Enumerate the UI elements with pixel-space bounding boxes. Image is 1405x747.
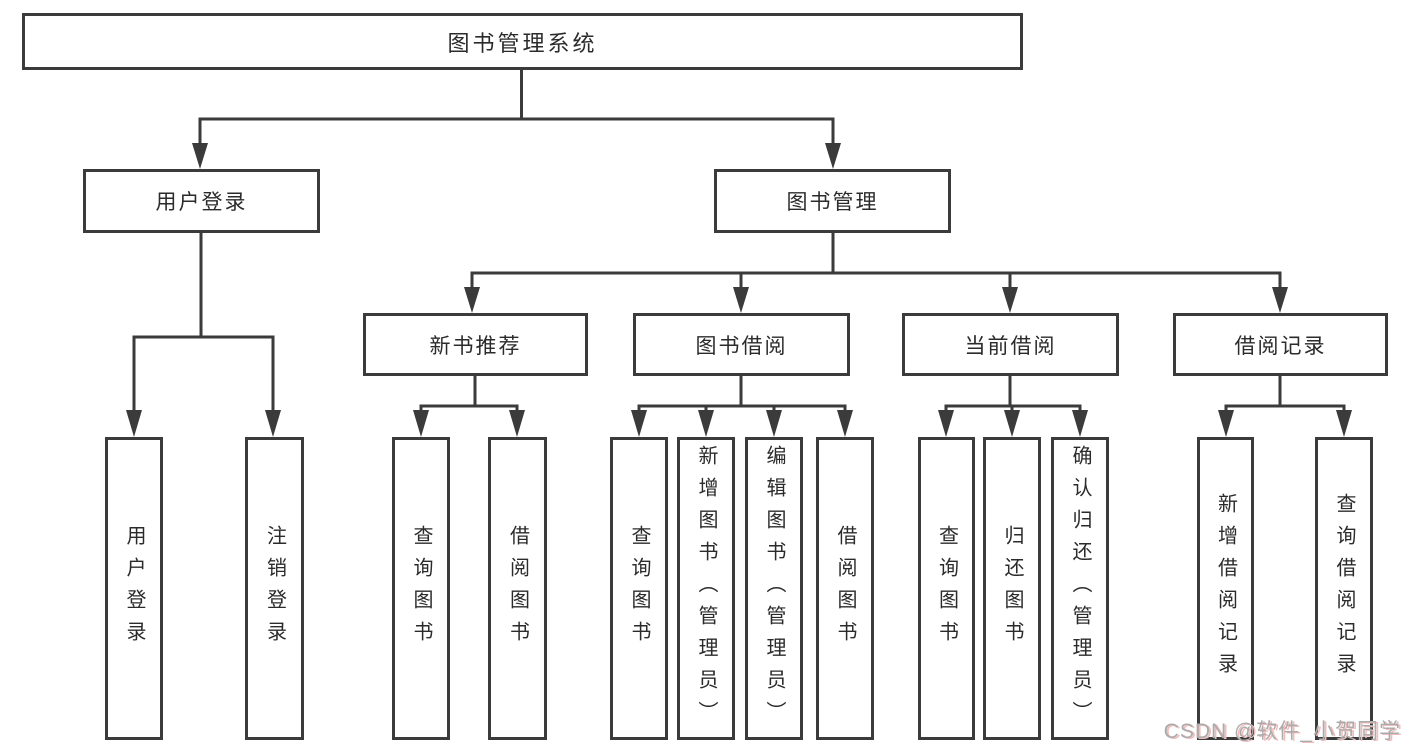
- node-borrow-books: 借阅图书: [816, 437, 874, 740]
- node-user-login-leaf: 用户登录: [105, 437, 163, 740]
- node-add-book-admin: 新增图书（管理员）: [677, 437, 735, 740]
- node-current-borrowing: 当前借阅: [902, 313, 1119, 376]
- node-return-book-label: 归还图书: [1001, 524, 1023, 653]
- node-logout-label: 注销登录: [263, 524, 286, 653]
- node-query-borrow-record: 查询借阅记录: [1315, 437, 1373, 740]
- node-add-book-admin-label: 新增图书（管理员）: [695, 444, 717, 733]
- connector-book-borrowing-to-children: [631, 376, 853, 437]
- watermark: CSDN @软件_小贺同学: [1163, 720, 1401, 743]
- connector-borrowing-records-to-children: [1218, 376, 1352, 437]
- node-edit-book-admin: 编辑图书（管理员）: [745, 437, 803, 740]
- node-book-borrowing-label: 图书借阅: [695, 334, 788, 358]
- node-borrow-books-label: 借阅图书: [834, 524, 856, 653]
- node-query-books-current: 查询图书: [918, 437, 975, 740]
- node-confirm-return-admin-label: 确认归还（管理员）: [1069, 444, 1091, 733]
- node-borrow-books-recommend-label: 借阅图书: [506, 524, 529, 653]
- node-query-books-recommend-label: 查询图书: [410, 524, 432, 653]
- node-new-book-recommendation-label: 新书推荐: [429, 334, 522, 358]
- connector-new-book-recommendation-to-children: [413, 376, 525, 437]
- node-confirm-return-admin: 确认归还（管理员）: [1051, 437, 1109, 740]
- node-add-borrow-record-label: 新增借阅记录: [1214, 492, 1237, 685]
- node-query-books-recommend: 查询图书: [392, 437, 450, 740]
- node-user-login-leaf-label: 用户登录: [123, 524, 145, 653]
- node-add-borrow-record: 新增借阅记录: [1197, 437, 1254, 740]
- node-new-book-recommendation: 新书推荐: [363, 313, 588, 376]
- node-logout: 注销登录: [245, 437, 304, 740]
- node-current-borrowing-label: 当前借阅: [964, 334, 1057, 358]
- node-book-management-label: 图书管理: [786, 191, 879, 214]
- node-query-books-borrowing: 查询图书: [610, 437, 668, 740]
- connector-root-to-level2: [192, 69, 841, 169]
- node-return-book: 归还图书: [983, 437, 1041, 740]
- node-query-books-current-label: 查询图书: [935, 524, 958, 653]
- node-query-borrow-record-label: 查询借阅记录: [1333, 492, 1355, 685]
- node-borrow-books-recommend: 借阅图书: [488, 437, 547, 740]
- node-book-management: 图书管理: [714, 169, 951, 233]
- node-library-management-system-label: 图书管理系统: [447, 30, 598, 56]
- node-query-books-borrowing-label: 查询图书: [628, 524, 650, 653]
- node-book-borrowing: 图书借阅: [633, 313, 850, 376]
- node-user-login-label: 用户登录: [155, 191, 248, 214]
- connector-current-borrowing-to-children: [938, 376, 1088, 437]
- node-user-login: 用户登录: [83, 169, 320, 233]
- connector-user-login-to-children: [126, 233, 281, 437]
- node-borrowing-records-label: 借阅记录: [1234, 334, 1327, 358]
- connector-book-management-to-level3: [464, 233, 1288, 313]
- node-borrowing-records: 借阅记录: [1173, 313, 1388, 376]
- node-library-management-system: 图书管理系统: [22, 13, 1023, 70]
- node-edit-book-admin-label: 编辑图书（管理员）: [763, 444, 785, 733]
